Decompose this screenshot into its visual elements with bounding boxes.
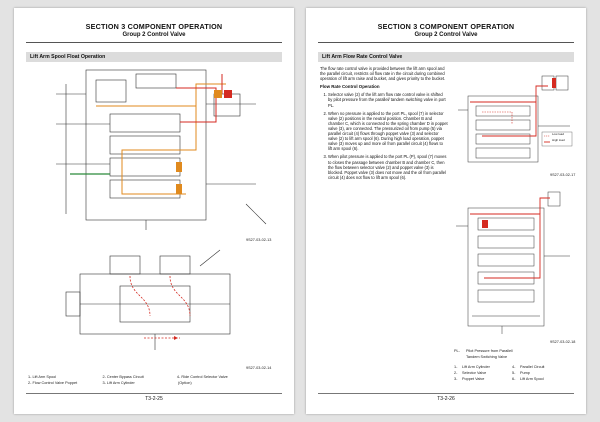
figure-id: 9S27-03-02-18 [550,340,576,344]
flow-rate-svg-1 [458,75,573,163]
list-item: When pilot pressure is applied to the po… [328,154,448,179]
right-page: SECTION 3 COMPONENT OPERATION Group 2 Co… [306,8,586,414]
pl-note: PL-Pilot Pressure from Parallel/ Tandem … [454,349,514,359]
title-divider [318,42,574,43]
footer-divider [318,393,574,394]
intro-paragraph: The flow rate control valve is provided … [320,66,446,82]
figure-id: 9S27-03-02-13 [246,238,272,242]
figure-header: Lift Arm Spool Float Operation [26,52,282,62]
footer-divider [26,393,282,394]
flow-rate-svg-2 [456,191,570,334]
left-page: SECTION 3 COMPONENT OPERATION Group 2 Co… [14,8,294,414]
list-item: When no pressure is applied to the port … [328,111,448,152]
section-title: SECTION 3 COMPONENT OPERATION [377,22,515,31]
float-circuit-diagram [26,64,282,234]
spool-section-drawing [60,246,250,354]
subheading: Flow Rate Control Operation [320,84,380,90]
spool-section-svg [65,249,231,350]
body-text: The flow rate control valve is provided … [320,66,448,183]
section-title: SECTION 3 COMPONENT OPERATION [85,22,223,31]
legend-low-load: Low load [552,131,565,136]
parts-legend: 1- Lift Arm Spool 2- Center Bypass Circu… [28,375,228,385]
figure-id: 9S27-03-02-17 [550,173,576,177]
figure-id: 9S27-03-02-14 [246,366,272,370]
flow-rate-diagram-low: Low load High load [452,66,576,170]
group-title: Group 2 Control Valve [414,32,478,38]
flow-rate-diagram-high [452,186,576,336]
page-number: T3-2-26 [437,396,455,402]
legend-high-load: High load [552,137,565,142]
list-item: Selector valve (2) of the lift arm flow … [328,92,448,107]
float-circuit-svg [56,69,267,230]
title-divider [26,42,282,43]
page-number: T3-2-25 [145,396,163,402]
group-title: Group 2 Control Valve [122,32,186,38]
figure-header: Lift Arm Flow Rate Control Valve [318,52,574,62]
